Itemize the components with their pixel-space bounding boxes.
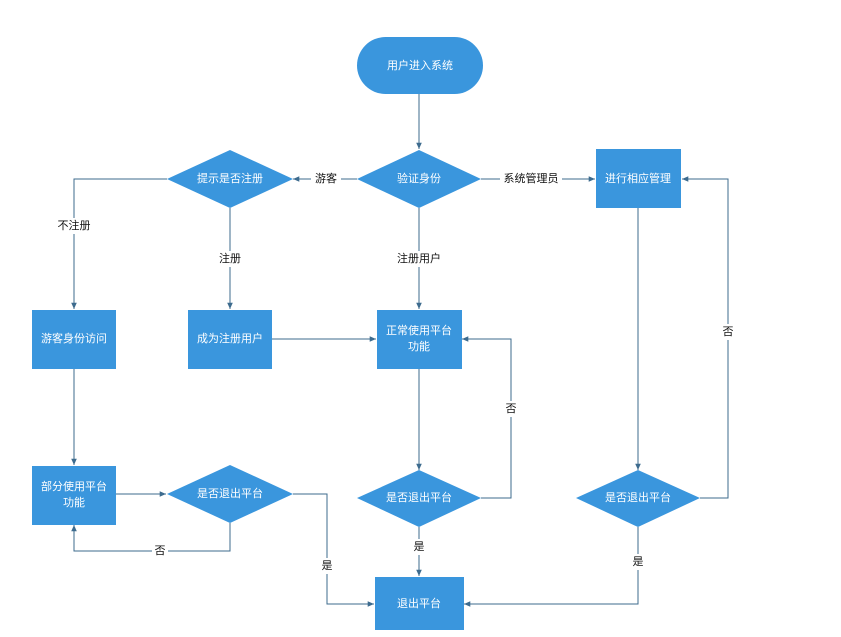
edge-exitq-guest-yes: [293, 493, 374, 607]
node-exit-question-guest: 是否退出平台: [167, 465, 293, 523]
node-exit-question-user: 是否退出平台: [357, 470, 481, 527]
node-start-label: 用户进入系统: [387, 58, 453, 72]
node-partial-use-line2: 功能: [63, 495, 85, 509]
node-exit-question-admin: 是否退出平台: [576, 470, 700, 527]
node-become-user: 成为注册用户: [188, 310, 272, 369]
edge-label-registered-user: 注册用户: [397, 251, 441, 265]
node-become-user-label: 成为注册用户: [197, 331, 263, 345]
node-normal-use-line1: 正常使用平台: [386, 323, 452, 337]
node-admin-manage: 进行相应管理: [596, 149, 681, 208]
node-normal-use: 正常使用平台 功能: [377, 310, 462, 369]
edge-prompt-to-guest: [71, 178, 167, 309]
edge-label-admin: 系统管理员: [504, 171, 559, 185]
node-exit-question-admin-label: 是否退出平台: [605, 490, 671, 504]
edge-label-register: 注册: [219, 251, 241, 265]
node-exit-question-user-label: 是否退出平台: [386, 490, 452, 504]
node-partial-use: 部分使用平台 功能: [32, 466, 116, 525]
node-guest-access-label: 游客身份访问: [41, 331, 107, 345]
node-verify: 验证身份: [357, 150, 481, 208]
node-admin-manage-label: 进行相应管理: [605, 171, 671, 185]
edge-exitq-admin-yes: [464, 527, 639, 607]
node-guest-access: 游客身份访问: [32, 310, 116, 369]
edge-label-no-user: 否: [506, 402, 517, 415]
node-exit: 退出平台: [375, 577, 464, 630]
edge-label-yes-guest: 是: [322, 559, 333, 572]
edge-label-yes-admin: 是: [633, 555, 644, 568]
node-verify-label: 验证身份: [397, 171, 441, 185]
node-prompt-register-label: 提示是否注册: [197, 171, 263, 185]
node-start: 用户进入系统: [357, 37, 483, 94]
edge-labels: 游客 系统管理员 注册用户 不注册 注册 否 否 否 是 是 是: [52, 171, 736, 574]
edge-label-no-guest: 否: [155, 544, 166, 557]
node-exit-label: 退出平台: [397, 596, 441, 610]
node-prompt-register: 提示是否注册: [167, 150, 293, 208]
edge-label-not-register: 不注册: [58, 218, 91, 232]
edge-label-guest: 游客: [315, 171, 337, 185]
nodes: 用户进入系统 验证身份 提示是否注册 进行相应管理 游客身份访问 成为注册用户: [32, 37, 700, 630]
node-exit-question-guest-label: 是否退出平台: [197, 486, 263, 500]
edge-exitq-user-no: [462, 336, 512, 499]
node-normal-use-line2: 功能: [408, 339, 430, 353]
edge-label-yes-user: 是: [414, 540, 425, 553]
node-partial-use-line1: 部分使用平台: [41, 479, 107, 493]
edge-label-no-admin: 否: [723, 325, 734, 338]
